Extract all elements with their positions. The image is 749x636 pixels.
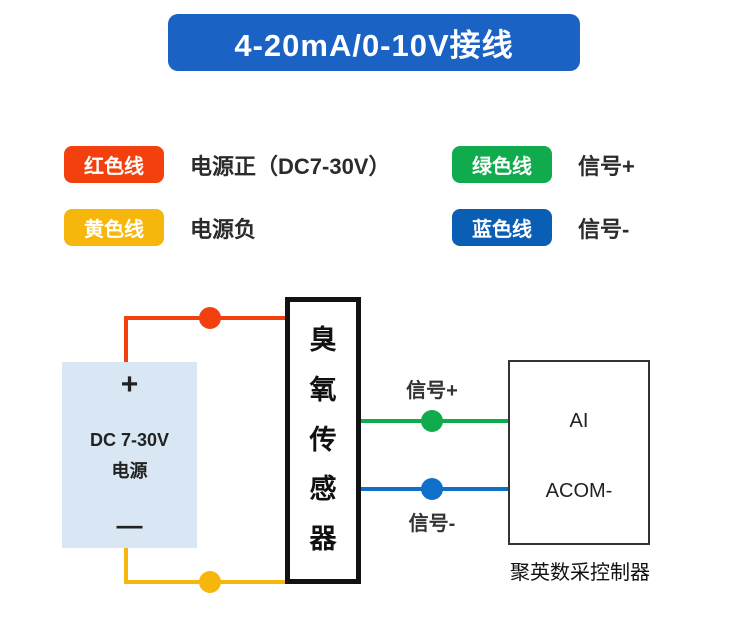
- legend-desc-power-negative: 电源负: [190, 216, 257, 242]
- ozone-sensor-label: 臭氧传感器: [309, 324, 337, 555]
- legend-badge-blue-wire: 蓝色线: [452, 209, 552, 246]
- power-supply-box: + DC 7-30V 电源 —: [62, 362, 197, 548]
- power-supply-label-line2: 电源: [111, 461, 148, 481]
- ozone-sensor-box: 臭氧传感器: [285, 297, 361, 584]
- green-connection-dot: [421, 410, 443, 432]
- controller-terminal-ai: AI: [569, 410, 589, 432]
- power-minus-terminal: —: [116, 510, 143, 540]
- power-supply-label: DC 7-30V 电源: [90, 425, 169, 486]
- controller-caption: 聚英数采控制器: [510, 562, 650, 584]
- legend-desc-signal-plus: 信号+: [578, 153, 635, 179]
- controller-box: AI ACOM-: [508, 360, 650, 545]
- legend-badge-yellow-wire: 黄色线: [64, 209, 164, 246]
- legend-badge-green-wire: 绿色线: [452, 146, 552, 183]
- yellow-wire-vertical: [124, 548, 128, 584]
- page-title: 4-20mA/0-10V接线: [168, 14, 580, 71]
- yellow-connection-dot: [199, 571, 221, 593]
- legend-badge-red-wire: 红色线: [64, 146, 164, 183]
- red-wire-vertical: [124, 316, 128, 364]
- legend-desc-signal-minus: 信号-: [578, 216, 630, 242]
- signal-plus-wire-label: 信号+: [406, 380, 458, 402]
- signal-minus-wire-label: 信号-: [408, 513, 456, 535]
- legend-desc-power-positive: 电源正（DC7-30V）: [190, 153, 391, 179]
- controller-terminal-acom: ACOM-: [545, 480, 613, 502]
- power-supply-label-line1: DC 7-30V: [89, 430, 170, 451]
- blue-connection-dot: [421, 478, 443, 500]
- red-connection-dot: [199, 307, 221, 329]
- power-plus-terminal: +: [120, 368, 139, 401]
